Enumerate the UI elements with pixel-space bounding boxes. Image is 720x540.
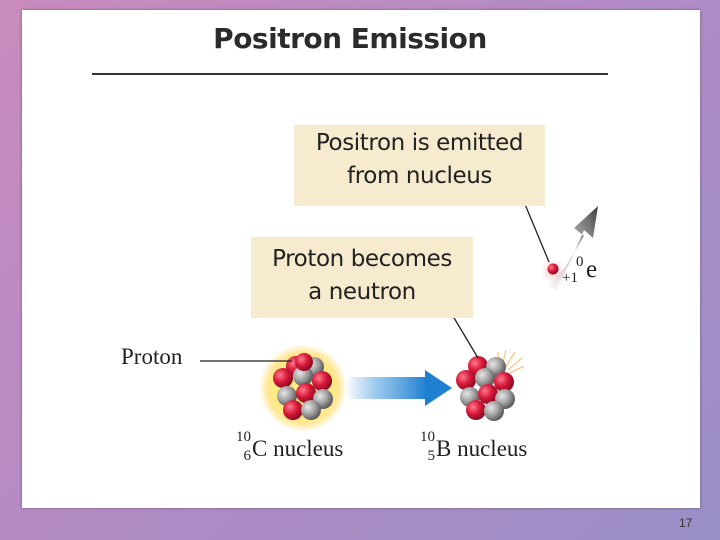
carbon-number: 6 bbox=[243, 448, 252, 464]
boron-nucleus bbox=[456, 349, 525, 421]
proton-callout: Proton becomes a neutron bbox=[251, 237, 473, 318]
positron-callout-line2: from nucleus bbox=[347, 163, 492, 189]
page-number: 17 bbox=[679, 516, 693, 530]
positron-particle bbox=[547, 263, 559, 275]
boron-mass: 10 bbox=[420, 429, 435, 445]
positron-trajectory bbox=[541, 206, 598, 290]
title-divider bbox=[92, 73, 608, 75]
positron-callout: Positron is emitted from nucleus bbox=[294, 125, 545, 206]
carbon-nucleus bbox=[259, 344, 347, 432]
positron-callout-line1: Positron is emitted bbox=[315, 130, 524, 156]
carbon-mass: 10 bbox=[236, 429, 251, 445]
positron-charge: +1 bbox=[562, 270, 578, 286]
boron-number: 5 bbox=[427, 448, 436, 464]
proton-callout-line2: a neutron bbox=[308, 279, 416, 305]
carbon-label-text: C nucleus bbox=[252, 436, 344, 461]
positron-element: e bbox=[586, 256, 598, 283]
boron-label-text: B nucleus bbox=[436, 436, 528, 461]
proton-callout-line1: Proton becomes bbox=[272, 246, 452, 272]
proton-label: Proton bbox=[121, 344, 183, 369]
slide-title: Positron Emission bbox=[213, 22, 487, 55]
transformation-arrow bbox=[345, 370, 452, 406]
positron-mass: 0 bbox=[576, 254, 584, 270]
